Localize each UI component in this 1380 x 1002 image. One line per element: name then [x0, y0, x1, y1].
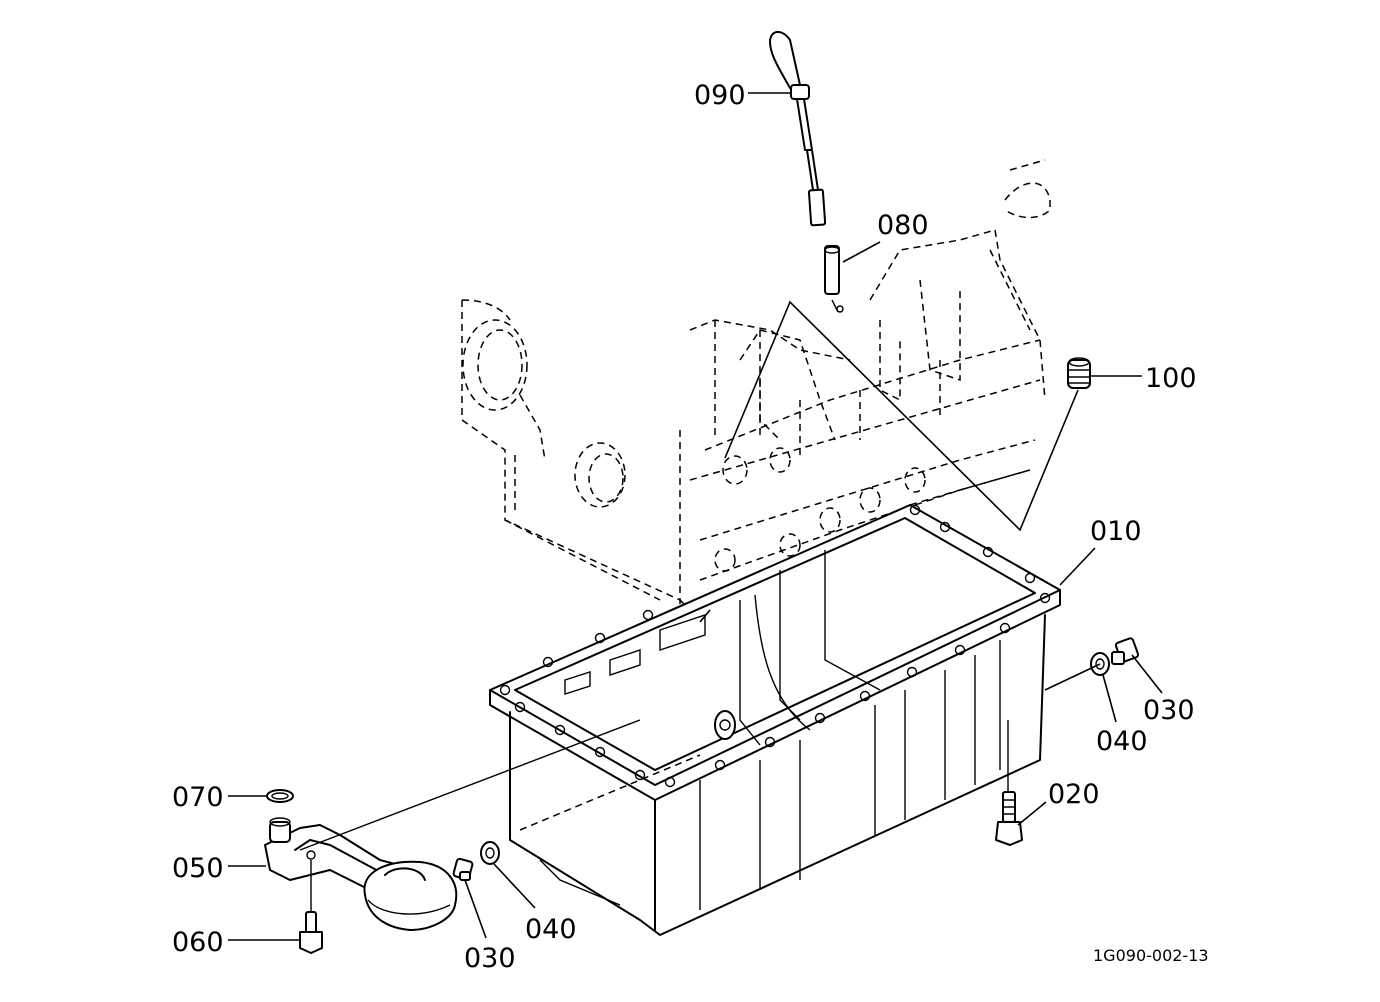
- bolt-020: [995, 720, 1023, 846]
- callout-090: 090: [694, 80, 746, 111]
- callout-050: 050: [172, 853, 224, 884]
- callout-030-bottom: 030: [464, 943, 516, 974]
- flange-bolt-holes: [499, 504, 1051, 788]
- dipstick-guide: [824, 245, 844, 313]
- callout-060: 060: [172, 927, 224, 958]
- callout-100: 100: [1145, 363, 1197, 394]
- oil-pan: [489, 504, 1061, 936]
- assembly-guide-lines: [699, 300, 1079, 623]
- callout-040-bottom: 040: [525, 914, 577, 945]
- callout-020: 020: [1048, 779, 1100, 810]
- callout-070: 070: [172, 782, 224, 813]
- callout-leaders: [228, 92, 1163, 941]
- callout-040-right: 040: [1096, 726, 1148, 757]
- callout-010: 010: [1090, 516, 1142, 547]
- drain-plug-bottom: [452, 857, 474, 881]
- engine-block-outline: [461, 159, 1051, 621]
- callout-030-right: 030: [1143, 695, 1195, 726]
- o-ring-070: [266, 789, 294, 803]
- washer-bottom: [480, 841, 500, 865]
- dipstick: [769, 31, 827, 227]
- bolt-060: [299, 911, 323, 954]
- plug-100: [1067, 357, 1091, 389]
- oil-strainer: [264, 719, 641, 931]
- drain-plug-right: [1111, 637, 1140, 665]
- figure-reference: 1G090-002-13: [1093, 946, 1209, 965]
- callout-080: 080: [877, 210, 929, 241]
